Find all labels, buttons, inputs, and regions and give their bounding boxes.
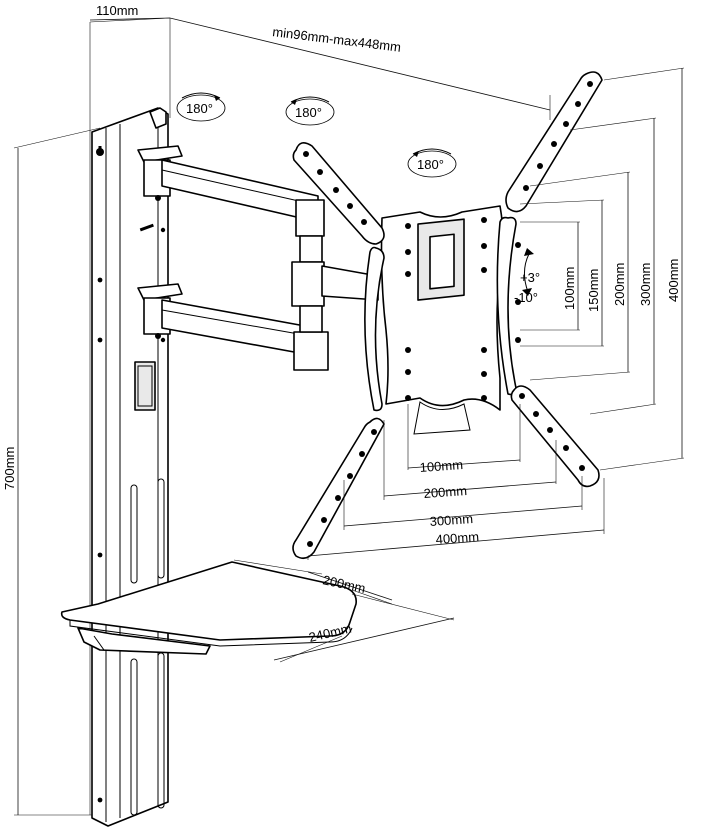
label-vesa-h-300: 300mm [429,511,473,529]
rotation-badge-plate: 180° [407,148,457,178]
dim-total-height: 700mm [2,127,101,816]
label-vesa-h-200: 200mm [423,483,467,501]
label-vesa-v-200: 200mm [612,263,627,306]
label-vesa-v-400: 400mm [666,259,681,302]
label-vesa-v-300: 300mm [638,263,653,306]
lower-arm [137,235,379,371]
tilt-indicator: +3° -10° [514,248,540,305]
shelf [60,561,357,655]
vesa-arm-bottom-right [510,385,600,488]
label-top-width: 110mm [96,3,138,18]
vesa-arm-bottom-left [292,417,385,560]
rotation-badge-arm: 180° [285,96,335,126]
rotation-badge-wall: 180° [176,92,226,122]
label-vesa-v-150: 150mm [586,269,601,312]
label-total-height: 700mm [2,447,17,490]
vesa-arm-top-left [292,142,385,245]
label-tilt-up: +3° [520,270,540,285]
label-rotation-wall: 180° [186,101,213,116]
label-vesa-h-100: 100mm [419,457,463,475]
label-arm-extension: min96mm-max448mm [272,24,402,55]
vesa-plate [380,205,504,435]
dim-vesa-vertical: 100mm 150mm 200mm 300mm 400mm [519,67,685,471]
label-vesa-v-100: 100mm [562,267,577,310]
dim-top-width: 110mm [89,3,171,21]
dim-arm-extension: min96mm-max448mm [169,17,551,120]
label-rotation-arm: 180° [295,105,322,120]
dim-vesa-horizontal: 100mm 200mm 300mm 400mm [307,404,605,560]
upper-arm [137,145,325,237]
label-vesa-h-400: 400mm [435,529,479,547]
wall-column [91,107,169,827]
label-rotation-plate: 180° [417,157,444,172]
label-tilt-down: -10° [514,290,538,305]
vesa-arm-top-right [505,71,603,213]
